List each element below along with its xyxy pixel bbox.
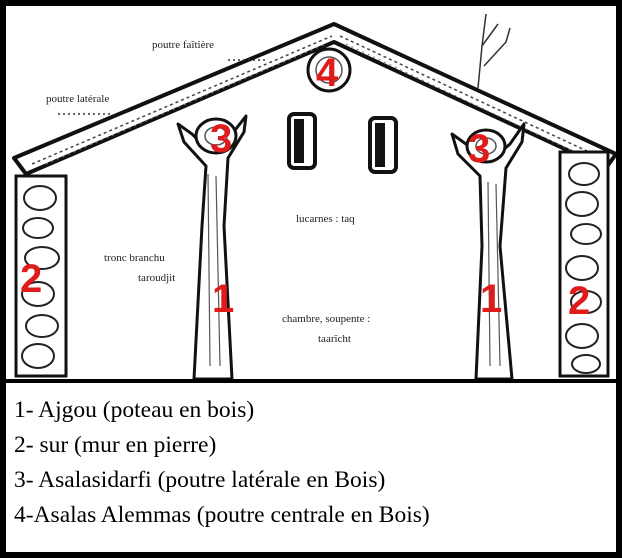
house-cross-section-illustration: poutre faîtière poutre latérale lucarnes… — [6, 6, 616, 379]
marker-left-beam: 3 — [210, 117, 232, 161]
legend-item-asalasidarfi: 3- Asalasidarfi (poutre latérale en Bois… — [14, 463, 610, 498]
marker-right-beam: 3 — [468, 127, 490, 171]
label-chambre-soupente: chambre, soupente : — [282, 313, 370, 325]
dormer-windows — [289, 114, 396, 172]
marker-left-wall: 2 — [20, 257, 42, 301]
label-poutre-faitiere: poutre faîtière — [152, 39, 214, 51]
label-taaricht: taarïcht — [318, 333, 351, 345]
legend-item-sur: 2- sur (mur en pierre) — [14, 428, 610, 463]
marker-ridge-beam: 4 — [316, 51, 339, 95]
label-poutre-laterale: poutre latérale — [46, 93, 109, 105]
marker-right-post: 1 — [480, 277, 502, 321]
label-lucarnes: lucarnes : taq — [296, 213, 355, 225]
right-stone-wall — [560, 152, 608, 376]
marker-left-post: 1 — [212, 277, 234, 321]
branch-sketch — [478, 14, 510, 88]
legend-item-asalas-alemmas: 4-Asalas Alemmas (poutre centrale en Boi… — [14, 498, 610, 533]
legend-divider — [6, 379, 616, 383]
marker-right-wall: 2 — [568, 279, 590, 323]
label-taroudjit: taroudjit — [138, 272, 175, 284]
label-tronc-branchu: tronc branchu — [104, 252, 165, 264]
legend-item-ajgou: 1- Ajgou (poteau en bois) — [14, 393, 610, 428]
legend: 1- Ajgou (poteau en bois) 2- sur (mur en… — [14, 393, 610, 533]
